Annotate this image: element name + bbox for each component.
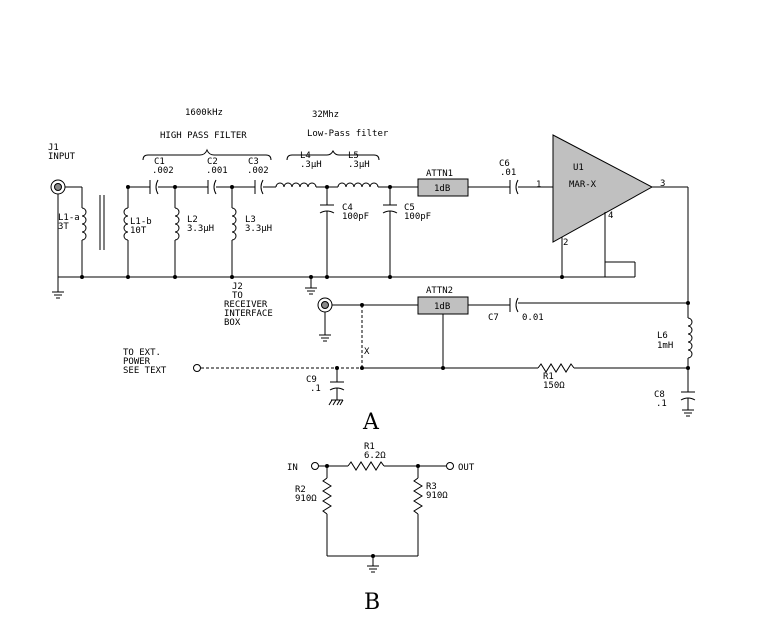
attn2-val: 1dB [434,302,450,312]
l1b-val: 10T [130,226,147,236]
lpf-title: Low-Pass filter [307,129,389,139]
b-r3-val: 910Ω [426,491,448,501]
c7-val: 0.01 [522,313,544,323]
attn1-ref: ATTN1 [426,169,453,179]
j2-line-5: BOX [224,318,241,328]
l2-val: 3.3µH [187,224,214,234]
figure-b-wiring [311,461,454,573]
in-label: IN [287,463,298,473]
c4-ref: C4 [342,203,353,213]
r1-val: 150Ω [543,381,565,391]
attn1-val: 1dB [434,184,450,194]
j2-line-2: TO [232,291,243,301]
c9-val: .1 [310,384,321,394]
lpf-brace [286,149,380,161]
c8-ref: C8 [654,390,665,400]
j2-line-3: RECEIVER [224,300,268,310]
ground-symbol [319,334,331,342]
ground-symbol [367,565,379,573]
c6-val: .01 [500,168,516,178]
c4-val: 100pF [342,212,369,222]
b-r3-ref: R3 [426,482,437,492]
l5-ref: L5 [348,151,359,161]
u1-pin2: 2 [563,238,568,248]
l4-val: .3µH [300,160,322,170]
l1b-ref: L1-b [130,217,152,227]
l5-val: .3µH [348,160,370,170]
u1-pin1: 1 [536,180,541,190]
l6-val: 1mH [657,341,673,351]
figure-b-letter: B [364,590,380,615]
label-32mhz: 32Mhz [312,110,339,120]
c2-val: .001 [206,166,228,176]
l1a-ref: L1-a [58,213,80,223]
u1-pin3: 3 [660,179,665,189]
chassis-ground-symbol [328,399,344,406]
c9-ref: C9 [306,375,317,385]
attn2-ref: ATTN2 [426,286,453,296]
l3-ref: L3 [245,215,256,225]
c1-val: .002 [152,166,174,176]
ground-symbol [305,287,317,295]
j1-ref: J1 [48,143,59,153]
ground-symbol [52,291,64,299]
l3-val: 3.3µH [245,224,272,234]
hpf-title: HIGH PASS FILTER [160,131,247,141]
u1-val: MAR-X [569,180,597,190]
hpf-brace [142,148,272,161]
c1-ref: C1 [154,157,165,167]
b-r1-ref: R1 [364,442,375,452]
figure-a-letter: A [362,410,380,435]
c2-ref: C2 [207,157,218,167]
label-1600khz: 1600kHz [185,108,223,118]
u1-pin4: 4 [608,211,613,221]
b-r1-val: 6.2Ω [364,451,386,461]
b-r2-val: 910Ω [295,494,317,504]
out-label: OUT [458,463,475,473]
ground-symbol [682,409,694,417]
c6-ref: C6 [499,159,510,169]
l6-ref: L6 [657,331,668,341]
j2-line-4: INTERFACE [224,309,273,319]
ext-line-1: TO EXT. [123,348,161,358]
c8-val: .1 [656,399,667,409]
c5-val: 100pF [404,212,431,222]
ext-line-2: POWER [123,357,151,367]
ext-line-3: SEE TEXT [123,366,167,376]
j1-name: INPUT [48,152,76,162]
l1a-val: 3T [58,222,69,232]
l4-ref: L4 [300,151,311,161]
c5-ref: C5 [404,203,415,213]
l2-ref: L2 [187,215,198,225]
j2-line-1: J2 [232,282,243,292]
c3-ref: C3 [248,157,259,167]
x-label: X [364,347,370,357]
c7-ref: C7 [488,313,499,323]
c3-val: .002 [247,166,269,176]
r1-ref: R1 [543,372,554,382]
figure-a-wiring [50,134,696,417]
u1-ref: U1 [573,163,584,173]
b-r2-ref: R2 [295,485,306,495]
